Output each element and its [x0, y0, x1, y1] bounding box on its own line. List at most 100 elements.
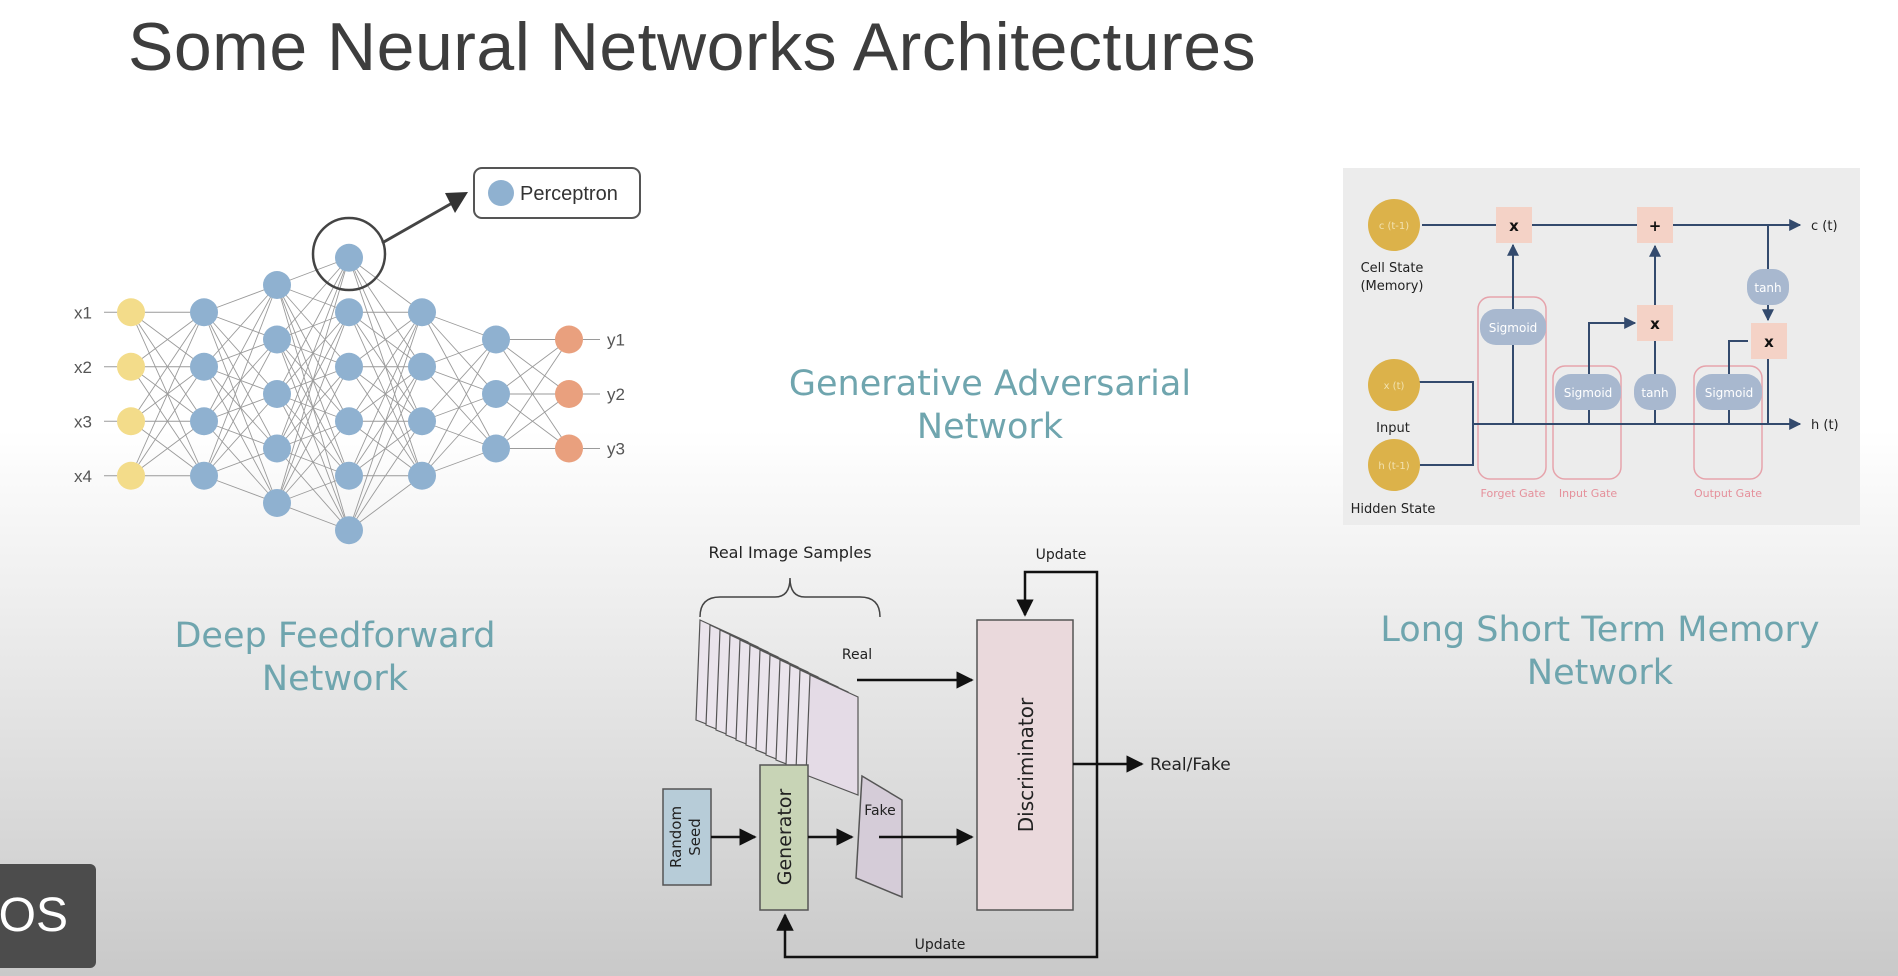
- ff-output-label: y1: [607, 331, 625, 350]
- input-label: Input: [1376, 421, 1410, 436]
- cell-tanh-label: tanh: [1754, 281, 1781, 295]
- forget-mult-op: [1496, 207, 1532, 243]
- feedforward-caption: Deep Feedforward Network: [130, 615, 540, 701]
- ff-connection: [276, 257, 350, 504]
- ff-connection: [421, 339, 497, 422]
- cell-state-input-circle: [1368, 199, 1420, 251]
- output-sigmoid: [1696, 374, 1762, 410]
- forget-sigmoid: [1480, 309, 1546, 345]
- generator-box: [759, 764, 809, 911]
- forget-gate-label: Forget Gate: [1481, 487, 1546, 500]
- output-sigmoid-label: Sigmoid: [1705, 386, 1754, 400]
- perceptron-arrowhead: [445, 192, 468, 213]
- ff-hidden-node: [335, 407, 363, 436]
- ff-hidden-node: [335, 461, 363, 490]
- ff-hidden-node: [335, 243, 363, 272]
- perceptron-legend-label: Perceptron: [520, 183, 618, 205]
- output-mult-op: [1751, 323, 1787, 359]
- ff-connection: [348, 311, 423, 422]
- input-gate-region: [1552, 365, 1622, 480]
- real-fake-output-label: Real/Fake: [1150, 755, 1231, 775]
- ff-output-label: y2: [607, 385, 625, 404]
- ht-output-label: h (t): [1811, 418, 1839, 433]
- ff-connection: [495, 339, 570, 449]
- input-circle: [1368, 359, 1420, 411]
- hidden-state-label: Hidden State: [1351, 502, 1436, 517]
- ff-input-node: [117, 407, 145, 436]
- ff-connection: [276, 312, 350, 504]
- cell-state-input-symbol: c (t-1): [1379, 221, 1409, 232]
- ff-output-node: [555, 434, 583, 463]
- ff-input-label: x2: [74, 358, 92, 377]
- random-seed-line1: Random: [667, 806, 685, 868]
- ff-hidden-node: [190, 461, 218, 490]
- feedforward-nodes: x1 x2 x3 x4 y1 y2 y3: [74, 243, 625, 545]
- discriminator-label: Discriminator: [1014, 697, 1038, 832]
- forget-sigmoid-label: Sigmoid: [1489, 321, 1538, 335]
- ff-hidden-node: [335, 298, 363, 327]
- lstm-caption-line1: Long Short Term Memory: [1380, 610, 1820, 650]
- input-tanh-label: tanh: [1641, 386, 1668, 400]
- ff-connection: [130, 312, 205, 476]
- ff-connection: [421, 339, 497, 476]
- real-image-samples-label: Real Image Samples: [708, 543, 871, 562]
- real-image-sample-card: [805, 674, 859, 796]
- ff-input-label: x4: [74, 467, 92, 486]
- videos-badge[interactable]: EOS: [0, 864, 96, 968]
- input-mult-symbol: x: [1650, 315, 1660, 333]
- ff-input-node: [117, 461, 145, 490]
- generator-label: Generator: [774, 789, 796, 886]
- fake-label: Fake: [864, 803, 896, 819]
- lstm-caption-line2: Network: [1526, 653, 1674, 693]
- perceptron-arrow: [381, 200, 455, 245]
- real-samples-brace: [699, 577, 881, 618]
- cell-add-op: [1637, 207, 1673, 243]
- ff-connection: [348, 312, 423, 531]
- ff-output-node: [555, 380, 583, 408]
- ff-hidden-node: [190, 352, 218, 381]
- cell-tanh: [1747, 269, 1789, 305]
- ff-connection: [130, 420, 205, 477]
- update-generator-loop: [776, 764, 1099, 959]
- ff-hidden-node: [335, 352, 363, 381]
- ff-connection: [276, 257, 350, 449]
- input-sigmoid: [1555, 374, 1621, 410]
- update-bottom-label: Update: [915, 937, 966, 953]
- ff-connection: [348, 311, 423, 368]
- ff-hidden-node: [482, 380, 510, 408]
- ff-input-label: x3: [74, 412, 92, 431]
- perceptron-legend-dot: [488, 180, 514, 206]
- input-symbol: x (t): [1384, 381, 1405, 392]
- ff-connection: [130, 366, 205, 477]
- input-gate-label: Input Gate: [1559, 487, 1618, 500]
- update-top-label: Update: [1036, 547, 1087, 563]
- ff-hidden-node: [408, 461, 436, 490]
- ff-output-label: y3: [607, 440, 625, 459]
- ff-hidden-node: [335, 516, 363, 545]
- ff-connection: [276, 366, 350, 504]
- ff-input-node: [117, 352, 145, 381]
- forget-mult-symbol: x: [1509, 217, 1519, 235]
- feedforward-caption-line2: Network: [261, 659, 409, 699]
- ff-connection: [203, 339, 278, 476]
- cell-state-label-line2: (Memory): [1360, 279, 1423, 294]
- ff-connection: [203, 284, 278, 368]
- perceptron-legend-box: [473, 167, 641, 219]
- gan-caption: Generative Adversarial Network: [760, 363, 1220, 449]
- page-title: Some Neural Networks Architectures: [128, 9, 1257, 85]
- hidden-state-input-symbol: h (t-1): [1378, 461, 1409, 472]
- ff-hidden-node: [408, 407, 436, 436]
- ff-hidden-node: [408, 298, 436, 327]
- ff-connection: [276, 257, 350, 395]
- hidden-state-input-circle: [1368, 439, 1420, 491]
- hidden-to-concat-line: [1419, 424, 1474, 466]
- ff-hidden-node: [263, 325, 291, 354]
- ff-connection: [203, 284, 278, 476]
- lstm-caption: Long Short Term Memory Network: [1350, 609, 1850, 695]
- ff-connection: [203, 284, 278, 422]
- ff-connection: [348, 420, 423, 531]
- ff-input-label: x1: [74, 303, 92, 322]
- ct-output-label: c (t): [1811, 219, 1838, 234]
- real-label: Real: [842, 647, 872, 663]
